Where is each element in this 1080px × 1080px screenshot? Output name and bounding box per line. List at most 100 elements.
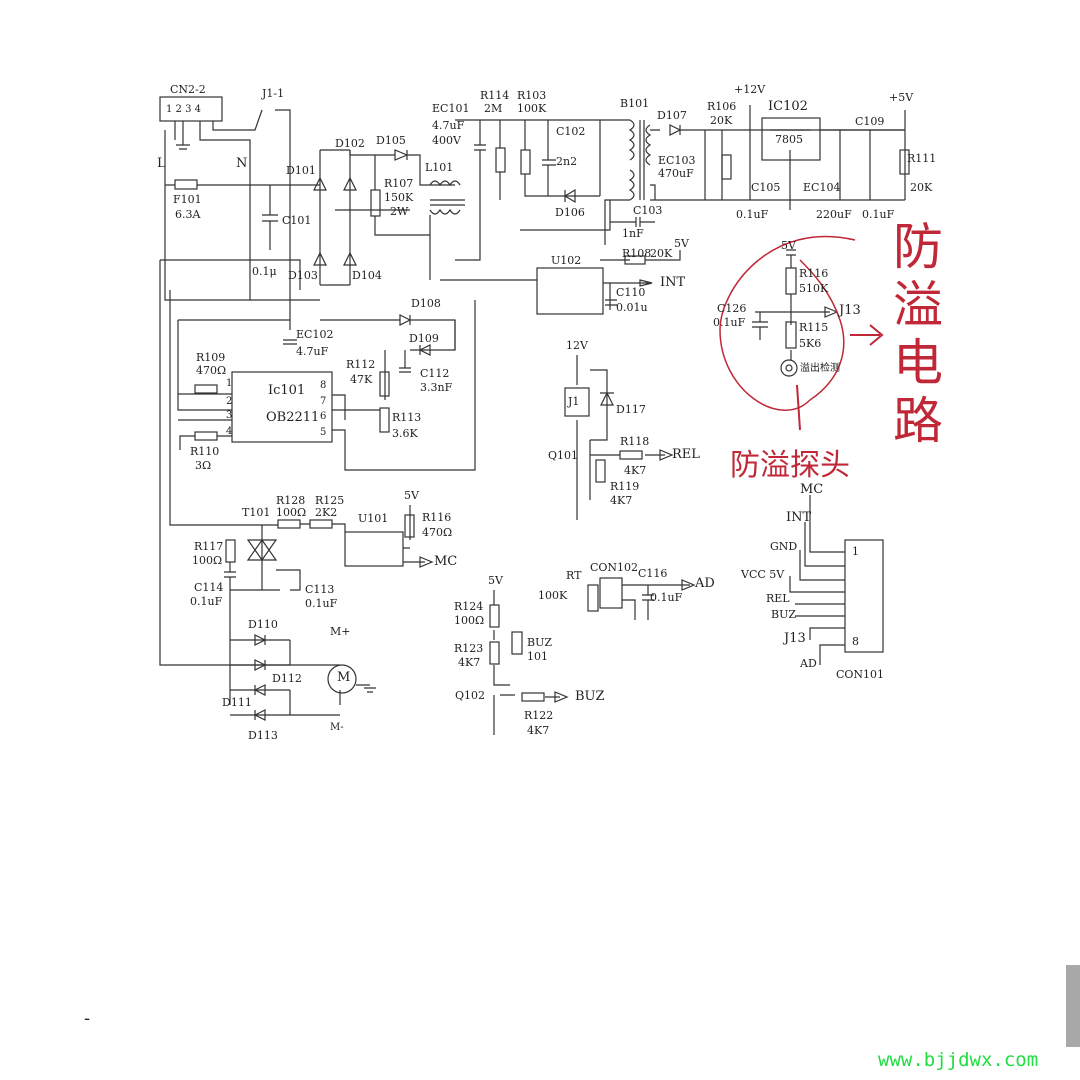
label-f101: F101 [173, 193, 202, 206]
connector-con101 [844, 539, 884, 653]
label-ec102: EC102 [296, 328, 334, 341]
optocoupler-u102 [536, 267, 604, 315]
scrollbar[interactable] [1066, 965, 1080, 1047]
label-5v-b: 5V [404, 489, 419, 502]
label-int: INT [660, 275, 686, 290]
label-con101: CON101 [836, 668, 885, 681]
label-ec101-voltage: 400V [432, 134, 461, 147]
label-ec102-value: 4.7uF [296, 345, 329, 358]
watermark: www.bjjdwx.com [878, 1049, 1039, 1071]
label-r113-value: 3.6K [392, 427, 418, 440]
label-r111-value: 20K [910, 181, 933, 194]
label-d101: D101 [286, 164, 316, 177]
label-pin1: 1 [226, 378, 233, 389]
label-r118: R118 [620, 435, 650, 448]
label-r112-value: 47K [350, 373, 373, 386]
relay-j1 [564, 387, 590, 417]
label-u102: U102 [551, 254, 582, 267]
label-r116: R116 [799, 267, 829, 280]
label-r106-value: 20K [710, 114, 733, 127]
label-c102-value: 2n2 [556, 155, 578, 168]
label-pin7: 7 [320, 396, 327, 407]
resistor-r116b [404, 514, 415, 538]
label-r116b-value: 470Ω [422, 526, 453, 539]
resistor-r122 [521, 692, 545, 702]
con101-pin-8: 8 [852, 635, 859, 648]
label-plus12v: +12V [734, 83, 766, 96]
label-j13: J13 [839, 303, 861, 318]
resistor-r114 [495, 147, 506, 173]
resistor-r117 [225, 539, 236, 563]
label-cn2: CN2-2 [170, 83, 206, 96]
label-r106: R106 [707, 100, 737, 113]
annotation-anti-overflow-probe: 防溢探头 [730, 448, 850, 483]
label-ic101: Ic101 [268, 383, 306, 398]
label-ec104: EC104 [803, 181, 841, 194]
label-b101: B101 [620, 97, 650, 110]
label-ec104-value: 220uF [816, 208, 852, 221]
label-d105: D105 [376, 134, 406, 147]
label-mminus: M- [330, 722, 344, 733]
con101-signal-mc: MC [800, 482, 824, 497]
label-r118-value: 4K7 [624, 464, 647, 477]
label-c103-value: 1nF [622, 227, 644, 240]
label-d113: D113 [248, 729, 278, 742]
con101-pin-1: 1 [852, 545, 859, 558]
label-r117: R117 [194, 540, 224, 553]
label-c112: C112 [420, 367, 450, 380]
label-buz101-value: 101 [527, 650, 548, 663]
label-r123-value: 4K7 [458, 656, 481, 669]
label-d106: D106 [555, 206, 585, 219]
label-c109: C109 [855, 115, 885, 128]
label-c109-value: 0.1uF [862, 208, 895, 221]
motor-m [327, 664, 357, 694]
label-rt-value: 100K [538, 589, 568, 602]
label-12v: 12V [566, 339, 588, 352]
label-q101: Q101 [548, 449, 579, 462]
label-motor: M [337, 670, 351, 685]
label-r116b: R116 [422, 511, 452, 524]
resistor-r128 [277, 519, 301, 529]
annotation-circle [719, 235, 856, 411]
label-5v-c: 5V [488, 574, 503, 587]
label-d104: D104 [352, 269, 382, 282]
resistor-r106 [721, 154, 732, 180]
thermistor-rt [587, 584, 599, 612]
label-d112: D112 [272, 672, 302, 685]
label-con102: CON102 [590, 561, 639, 574]
optocoupler-u101 [344, 531, 404, 567]
resistor-r125 [309, 519, 333, 529]
label-r114: R114 [480, 89, 510, 102]
label-pin4: 4 [226, 426, 233, 437]
label-r107-value: 150K [384, 191, 414, 204]
label-d102: D102 [335, 137, 365, 150]
label-mplus: M+ [330, 625, 351, 638]
label-l: L [157, 156, 166, 171]
resistor-r116 [785, 267, 797, 295]
label-5v-a: 5V [674, 237, 689, 250]
connector-con102 [599, 577, 623, 609]
footer-dash: - [84, 1008, 91, 1029]
label-ic102-value: 7805 [775, 133, 803, 146]
label-r113: R113 [392, 411, 422, 424]
label-ec101-value: 4.7uF [432, 119, 465, 132]
label-r116-value: 510K [799, 282, 829, 295]
resistor-r123 [489, 641, 500, 665]
label-r112: R112 [346, 358, 376, 371]
label-c113: C113 [305, 583, 335, 596]
fuse-f101 [174, 179, 198, 190]
label-r114-value: 2M [484, 102, 503, 115]
label-c116-value: 0.1uF [650, 591, 683, 604]
con101-signal-buz: BUZ [771, 608, 796, 621]
label-c116: C116 [638, 567, 668, 580]
con101-signal-vcc: VCC 5V [741, 568, 785, 581]
resistor-r107 [370, 189, 381, 217]
label-rel: REL [672, 447, 700, 462]
label-d117: D117 [616, 403, 646, 416]
label-r109-value: 470Ω [196, 364, 227, 377]
label-probe: 溢出检测 [800, 363, 840, 374]
label-c103: C103 [633, 204, 663, 217]
label-c112-value: 3.3nF [420, 381, 453, 394]
label-r110: R110 [190, 445, 220, 458]
